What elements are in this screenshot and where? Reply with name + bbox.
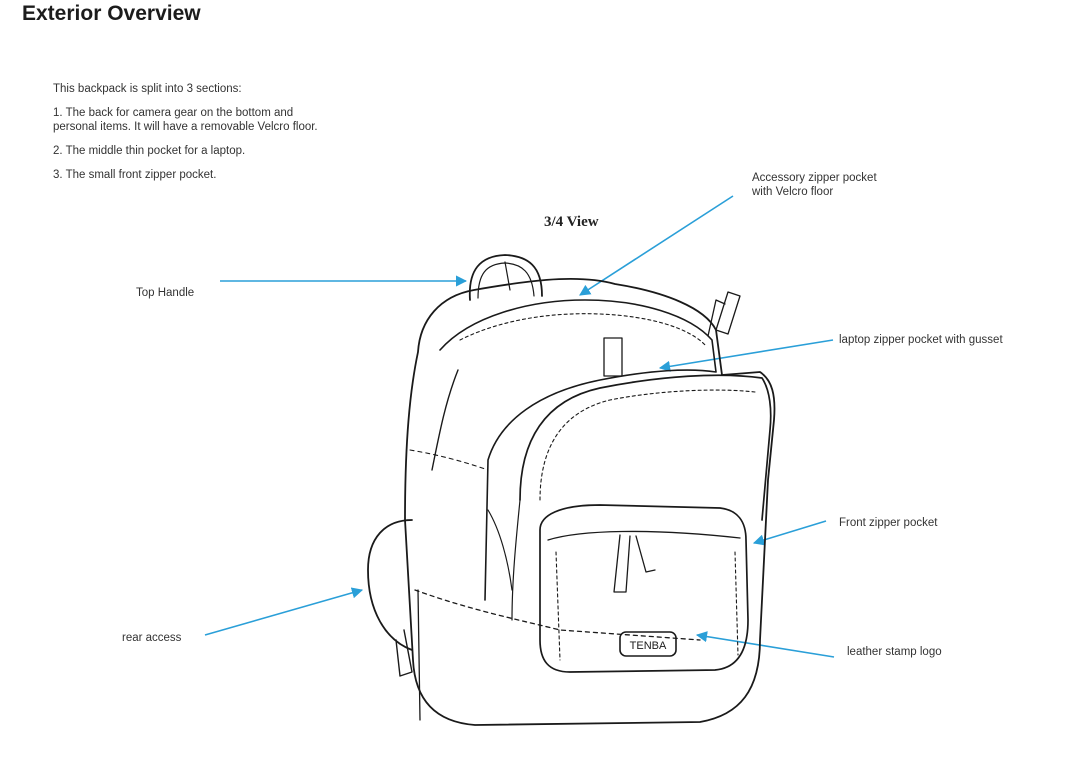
callout-rear-access: rear access	[122, 632, 182, 644]
arrow-rear-access	[204, 587, 364, 636]
intro-text: This backpack is split into 3 sections: …	[53, 82, 328, 192]
callout-leather-logo: leather stamp logo	[847, 646, 942, 658]
top-handle-shape	[468, 254, 543, 301]
arrow-leather-logo	[695, 631, 835, 658]
arrow-laptop-pocket	[658, 339, 834, 372]
intro-item-1: 1. The back for camera gear on the botto…	[53, 107, 318, 133]
arrow-front-pocket	[752, 520, 827, 546]
intro-item-2: 2. The middle thin pocket for a laptop.	[53, 145, 246, 157]
laptop-pocket-outline	[439, 299, 717, 601]
backpack-body	[404, 277, 776, 726]
callout-laptop-pocket: laptop zipper pocket with gusset	[839, 334, 1003, 346]
callout-top-handle: Top Handle	[136, 287, 195, 299]
front-zipper-pocket	[539, 504, 749, 673]
view-label: 3/4 View	[544, 214, 599, 230]
logo-text: TENBA	[630, 640, 667, 652]
intro-heading: This backpack is split into 3 sections:	[53, 83, 242, 95]
front-flap	[519, 374, 772, 521]
intro-item-3: 3. The small front zipper pocket.	[53, 169, 217, 181]
page-title: Exterior Overview	[22, 2, 201, 25]
arrow-accessory-pocket	[579, 195, 734, 296]
rear-access-bulge	[367, 519, 413, 651]
callout-front-pocket: Front zipper pocket	[839, 517, 938, 529]
callout-accessory-pocket: Accessory zipper pocket with Velcro floo…	[752, 172, 877, 198]
leather-stamp-logo	[619, 631, 677, 657]
